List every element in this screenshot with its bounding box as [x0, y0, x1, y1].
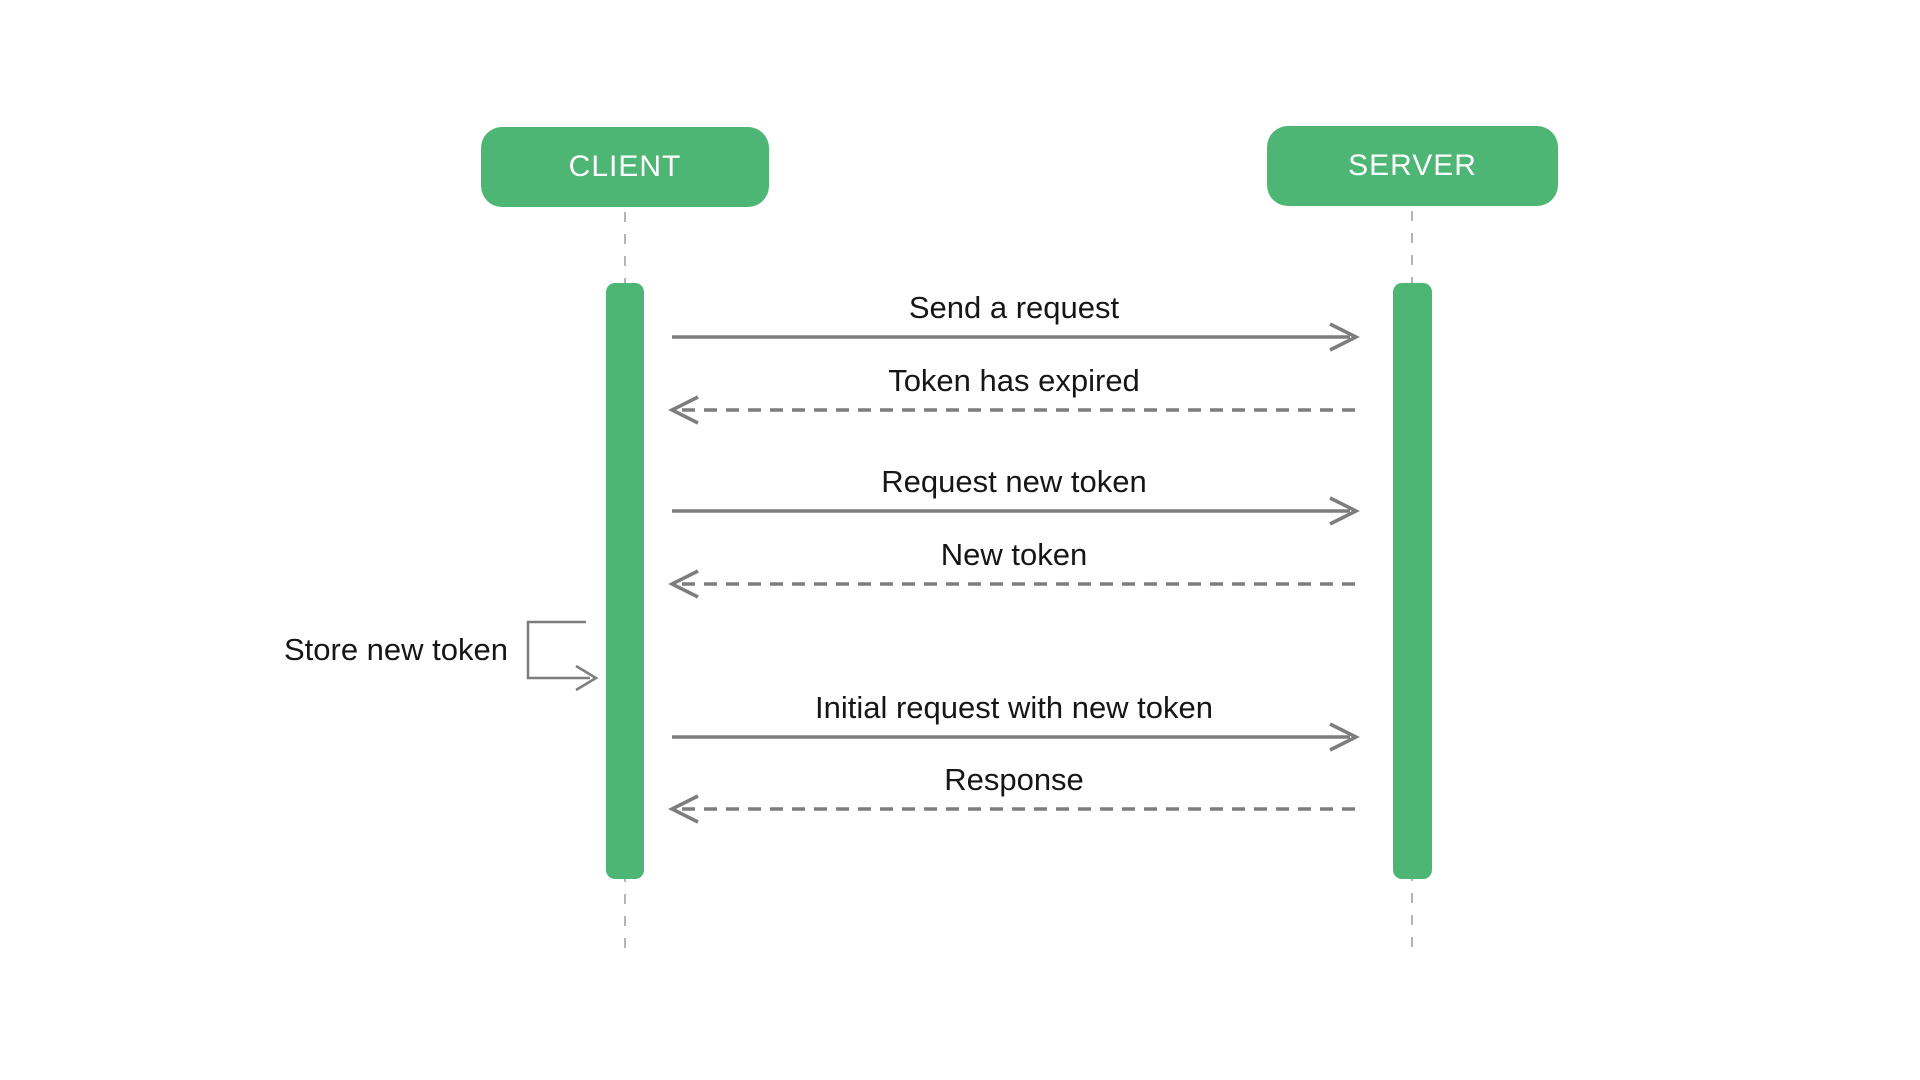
arrowhead-right-icon [1329, 496, 1360, 526]
message-label-token-has-expired: Token has expired [888, 363, 1140, 398]
activation-bar-server [1393, 283, 1432, 879]
arrowhead-right-icon [1329, 322, 1360, 352]
message-label-send-a-request: Send a request [908, 290, 1120, 325]
message-arrow-token-has-expired [668, 395, 1356, 425]
arrowhead-right-icon [1329, 722, 1360, 752]
message-label-request-new-token: Request new token [881, 464, 1147, 499]
message-arrow-initial-request-with-new-token [672, 722, 1360, 752]
self-message-bracket [526, 620, 599, 692]
arrowhead-left-icon [668, 569, 699, 599]
actor-label-client: CLIENT [568, 150, 682, 183]
self-loop-line [526, 620, 590, 680]
arrowhead-left-icon [668, 794, 699, 824]
message-arrow-new-token [668, 569, 1356, 599]
message-label-initial-request-with-new-token: Initial request with new token [814, 690, 1214, 725]
actor-box-client: CLIENT [481, 127, 769, 207]
actor-box-server: SERVER [1267, 126, 1558, 206]
message-arrow-request-new-token [672, 496, 1360, 526]
message-label-new-token: New token [940, 537, 1088, 572]
message-label-store-new-token: Store new token [283, 632, 508, 667]
arrowhead-left-icon [668, 395, 699, 425]
activation-bar-client [606, 283, 644, 879]
message-arrow-send-a-request [672, 322, 1360, 352]
message-label-response: Response [944, 762, 1084, 797]
actor-label-server: SERVER [1348, 149, 1477, 182]
message-arrow-response [668, 794, 1356, 824]
arrowhead-right-icon [575, 664, 599, 692]
